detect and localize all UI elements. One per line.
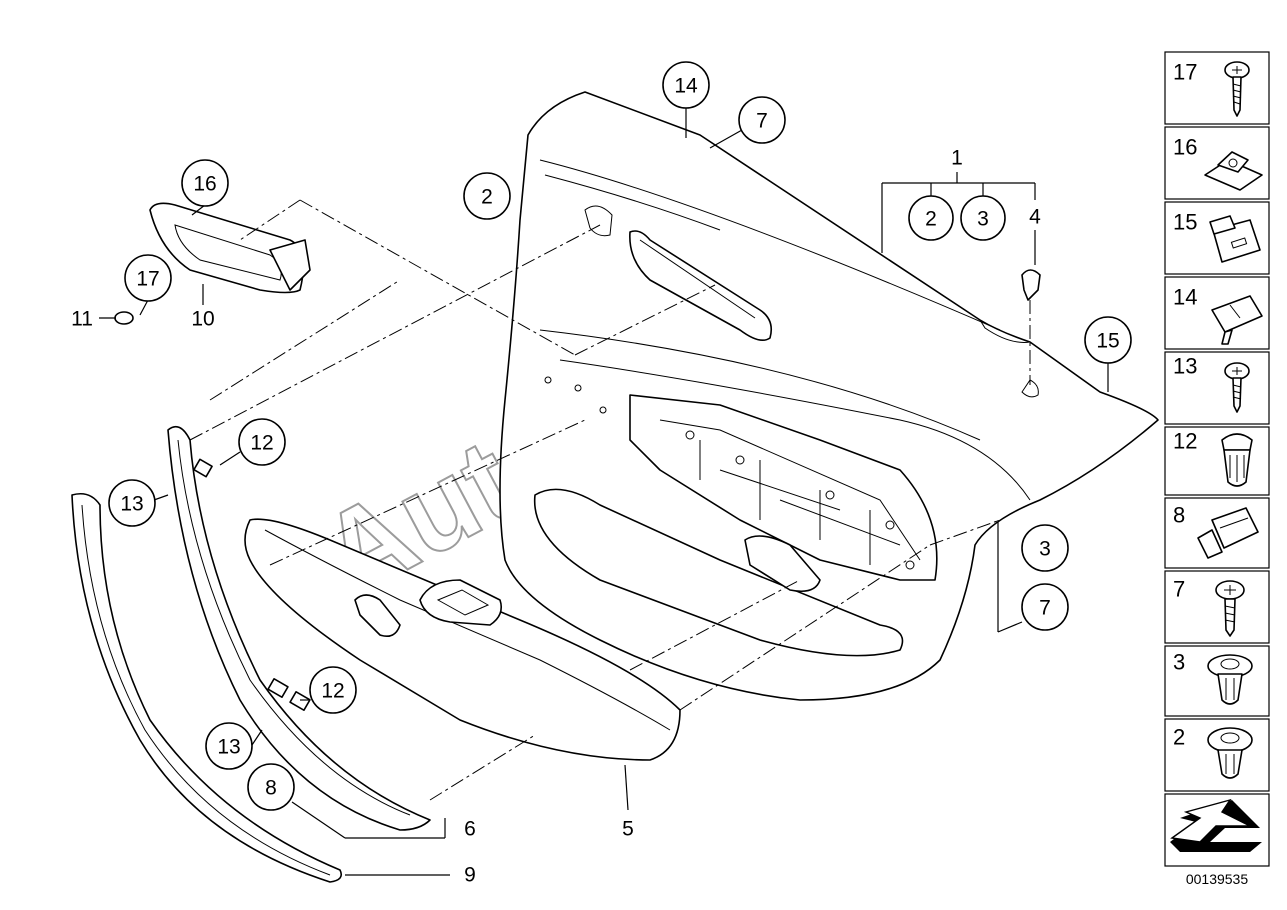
callout-12-lower[interactable]: 12	[309, 666, 357, 714]
diagram-id: 00139535	[1186, 871, 1249, 887]
push-rivet-icon	[1207, 654, 1253, 705]
fastener-part-11[interactable]	[114, 311, 134, 325]
callout-9[interactable]: 9	[464, 864, 476, 887]
callout-2-left[interactable]: 2	[463, 172, 511, 220]
clip-nut-icon	[1204, 151, 1263, 191]
svg-text:7: 7	[1173, 577, 1185, 602]
armrest-part-5[interactable]	[244, 518, 681, 761]
legend-item-15[interactable]: 15	[1164, 201, 1270, 275]
legend-item-17[interactable]: 17	[1164, 51, 1270, 125]
trim-strip-part-9[interactable]	[71, 492, 343, 883]
fastener-legend: 17 16 15	[1164, 51, 1270, 867]
svg-text:15: 15	[1173, 210, 1197, 235]
callout-14-label: 14	[674, 75, 698, 98]
callout-4-label: 4	[1029, 206, 1041, 229]
svg-text:13: 13	[1173, 354, 1197, 379]
callout-17-label: 17	[136, 268, 159, 291]
legend-item-14[interactable]: 14	[1164, 276, 1270, 350]
callout-14[interactable]: 14	[662, 61, 710, 109]
legend-item-3[interactable]: 3	[1164, 645, 1270, 717]
callout-15-label: 15	[1096, 330, 1119, 353]
screw-icon	[1224, 362, 1250, 413]
callout-6-label: 6	[464, 818, 476, 841]
legend-item-2[interactable]: 2	[1164, 718, 1270, 792]
screw-icon	[1224, 61, 1250, 117]
callout-1[interactable]: 1	[951, 147, 963, 170]
leader-lines	[99, 108, 1109, 876]
holder-clip-icon	[1197, 507, 1259, 559]
callout-7-right-label: 7	[1039, 597, 1051, 620]
svg-text:2: 2	[1173, 725, 1185, 750]
fastener-part-4[interactable]	[1021, 269, 1041, 301]
legend-item-12[interactable]: 12	[1164, 426, 1270, 496]
svg-text:16: 16	[1173, 135, 1197, 160]
svg-text:17: 17	[1173, 60, 1197, 85]
svg-text:3: 3	[1173, 650, 1185, 675]
callout-3-group[interactable]: 3	[960, 195, 1006, 241]
callout-13-lower[interactable]: 13	[205, 722, 253, 770]
callout-3-right[interactable]: 3	[1021, 524, 1069, 572]
callout-7-top-label: 7	[756, 110, 768, 133]
callout-15[interactable]: 15	[1084, 316, 1132, 364]
direction-arrow-icon	[1170, 798, 1262, 852]
callout-1-label: 1	[951, 147, 963, 170]
callout-13-upper[interactable]: 13	[108, 479, 156, 527]
assembly-lines	[189, 199, 1031, 801]
callout-2-left-label: 2	[481, 186, 493, 209]
callout-9-label: 9	[464, 864, 476, 887]
clamp-icon	[1209, 215, 1261, 263]
callout-12-upper-label: 12	[250, 432, 273, 455]
callout-12-upper[interactable]: 12	[238, 418, 286, 466]
callout-6[interactable]: 6	[464, 818, 476, 841]
callout-13-upper-label: 13	[120, 493, 143, 516]
callout-2-group[interactable]: 2	[908, 195, 954, 241]
svg-text:14: 14	[1173, 285, 1197, 310]
legend-item-16[interactable]: 16	[1164, 126, 1270, 200]
callout-3-group-label: 3	[977, 208, 989, 231]
callout-8-label: 8	[265, 777, 277, 800]
legend-item-arrow[interactable]	[1164, 793, 1270, 867]
callout-3-right-label: 3	[1039, 538, 1051, 561]
door-trim-panel[interactable]	[499, 91, 1159, 701]
flat-head-screw-icon	[1215, 580, 1245, 637]
callout-16-label: 16	[193, 173, 216, 196]
callout-10[interactable]: 10	[191, 308, 214, 331]
legend-item-8[interactable]: 8	[1164, 497, 1270, 569]
callout-17[interactable]: 17	[124, 254, 172, 302]
callout-5[interactable]: 5	[622, 818, 634, 841]
callout-5-label: 5	[622, 818, 634, 841]
callout-16[interactable]: 16	[181, 159, 229, 207]
inner-handle-part-10[interactable]	[149, 202, 311, 294]
callout-7-right[interactable]: 7	[1021, 583, 1069, 631]
legend-item-7[interactable]: 7	[1164, 570, 1270, 644]
callout-2-group-label: 2	[925, 208, 937, 231]
bracket-clip-icon	[1211, 295, 1263, 345]
callout-12-lower-label: 12	[321, 680, 344, 703]
svg-text:8: 8	[1173, 503, 1185, 528]
legend-item-13[interactable]: 13	[1164, 351, 1270, 425]
callout-11-label: 11	[71, 308, 93, 331]
armrest-carrier-part-6[interactable]	[167, 425, 431, 831]
callout-11[interactable]: 11	[71, 308, 93, 331]
svg-text:12: 12	[1173, 429, 1197, 454]
callout-13-lower-label: 13	[217, 736, 240, 759]
push-rivet-icon	[1207, 727, 1253, 779]
callout-8[interactable]: 8	[247, 763, 295, 811]
expanding-clip-icon	[1221, 433, 1253, 487]
callout-10-label: 10	[191, 308, 214, 331]
callout-4[interactable]: 4	[1029, 206, 1041, 229]
callout-7-top[interactable]: 7	[738, 96, 786, 144]
